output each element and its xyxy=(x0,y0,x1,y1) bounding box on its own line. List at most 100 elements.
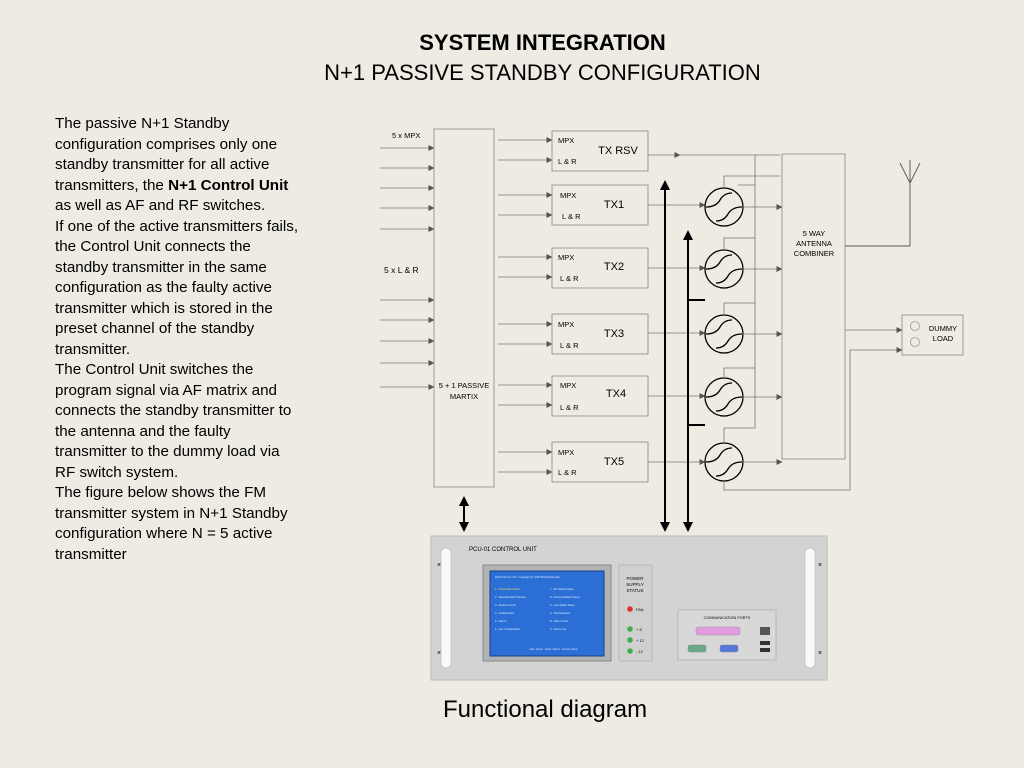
control-unit-emphasis: N+1 Control Unit xyxy=(168,176,289,194)
power-status-panel xyxy=(618,564,653,662)
svg-text:COMMUNICATION PORTS: COMMUNICATION PORTS xyxy=(704,616,751,620)
combiner-label-2: ANTENNA xyxy=(796,239,832,248)
description-paragraph-3: The Control Unit switches the program si… xyxy=(55,361,292,481)
tx-rsv-block: MPX L & R TX RSV xyxy=(551,130,649,172)
dummy-load-box xyxy=(901,314,964,356)
svg-text:1 - Transmitter Status: 1 - Transmitter Status xyxy=(495,587,520,591)
svg-text:+ 12: + 12 xyxy=(636,638,645,643)
svg-text:6 - N+1 Configuration: 6 - N+1 Configuration xyxy=(495,627,520,631)
svg-text:MPX: MPX xyxy=(560,381,576,390)
led-minus12v-icon xyxy=(627,648,633,654)
control-unit-label: PCU-01 CONTROL UNIT xyxy=(469,547,537,553)
svg-text:2 - Standard RVR Protocol: 2 - Standard RVR Protocol xyxy=(495,595,526,599)
rack-handle-right xyxy=(804,547,816,669)
svg-text:A - Set Password: A - Set Password xyxy=(550,611,570,615)
control-links xyxy=(459,180,705,532)
control-unit-panel: × × × × PCU-01 CONTROL UNIT DIGIT-N1 N+1… xyxy=(430,535,828,681)
tx3-block: MPX L & R TX3 xyxy=(551,313,649,355)
dummy-load-connector-icon xyxy=(910,337,920,347)
tx2-block: MPX L & R TX2 xyxy=(551,247,649,289)
svg-text:MPX: MPX xyxy=(558,136,574,145)
tx1-block: MPX L & R TX1 xyxy=(551,184,649,226)
svg-text:STATUS: STATUS xyxy=(626,588,643,593)
figure-caption: Functional diagram xyxy=(443,696,648,723)
led-5v-icon xyxy=(627,626,633,632)
fail-led-icon xyxy=(627,606,633,612)
screw-icon: × xyxy=(818,650,822,657)
svg-text:9 - Line Switch Setup: 9 - Line Switch Setup xyxy=(550,603,575,607)
rf-switch-2 xyxy=(704,249,744,289)
rack-handle-left xyxy=(440,547,452,669)
antenna-combiner-box xyxy=(781,153,846,460)
led-12v-icon xyxy=(627,637,633,643)
svg-text:FAIL: FAIL xyxy=(636,607,645,612)
svg-text:7 - RF Switch Status: 7 - RF Switch Status xyxy=(550,587,574,591)
rf-switch-5 xyxy=(704,442,744,482)
screw-icon: × xyxy=(437,562,441,569)
svg-text:Esc: Home · Enter: Select · Ar: Esc: Home · Enter: Select · Arrows: Move xyxy=(530,647,578,651)
standby-ring-lines xyxy=(723,175,903,491)
lr-input-label: 5 x L & R xyxy=(384,265,419,275)
mpx-input-label: 5 x MPX xyxy=(392,131,420,140)
screw-icon: × xyxy=(437,650,441,657)
combiner-label-1: 5 WAY xyxy=(803,229,826,238)
vga-port-icon xyxy=(719,644,739,653)
lcd-menu: 1 - Transmitter Status 2 - Standard RVR … xyxy=(495,587,580,631)
tx2-label: TX2 xyxy=(604,261,624,273)
svg-text:MPX: MPX xyxy=(560,191,576,200)
svg-text:- 12: - 12 xyxy=(636,649,644,654)
dummy-load-label-1: DUMMY xyxy=(929,324,957,333)
svg-text:L & R: L & R xyxy=(558,157,577,166)
combiner-label-3: COMBINER xyxy=(794,249,835,258)
matrix-input-arrows xyxy=(380,145,435,390)
rf-switch-4 xyxy=(704,377,744,417)
svg-text:L & R: L & R xyxy=(560,341,579,350)
svg-text:L & R: L & R xyxy=(562,212,581,221)
tx1-label: TX1 xyxy=(604,199,624,211)
svg-text:C - Event Log: C - Event Log xyxy=(550,627,566,631)
svg-text:4 - Configuration: 4 - Configuration xyxy=(495,611,515,615)
usb-port-icon xyxy=(760,641,770,645)
description-paragraph-1: The passive N+1 Standby configuration co… xyxy=(55,115,289,214)
page-subtitle: N+1 PASSIVE STANDBY CONFIGURATION xyxy=(324,60,761,85)
page-title: SYSTEM INTEGRATION xyxy=(419,30,666,55)
svg-text:8 - Communication Setup: 8 - Communication Setup xyxy=(550,595,580,599)
svg-text:L & R: L & R xyxy=(560,403,579,412)
tx4-block: MPX L & R TX4 xyxy=(551,375,649,417)
serial-port-icon xyxy=(687,644,707,653)
dummy-load-connector-icon xyxy=(910,321,920,331)
matrix-output-arrows xyxy=(498,137,553,475)
tx4-label: TX4 xyxy=(606,388,626,400)
matrix-label-line-2: MARTIX xyxy=(450,392,478,401)
svg-text:MPX: MPX xyxy=(558,320,574,329)
svg-text:3 - Exciter Control: 3 - Exciter Control xyxy=(495,603,516,607)
tx-output-lines xyxy=(648,152,780,465)
svg-text:5 - Alarms: 5 - Alarms xyxy=(495,619,507,623)
description-paragraph-4: The figure below shows the FM transmitte… xyxy=(55,484,288,563)
screw-icon: × xyxy=(818,562,822,569)
svg-text:MPX: MPX xyxy=(558,253,574,262)
usb-port-icon xyxy=(760,648,770,652)
switch-to-combiner-lines xyxy=(743,204,783,465)
svg-text:SUPPLY: SUPPLY xyxy=(626,582,643,587)
tx5-label: TX5 xyxy=(604,456,624,468)
svg-text:+ 5: + 5 xyxy=(636,627,642,632)
svg-text:L & R: L & R xyxy=(558,468,577,477)
svg-text:B - Date & Time: B - Date & Time xyxy=(550,619,569,623)
description-text: The passive N+1 Standby configuration co… xyxy=(55,114,300,565)
svg-text:POWER: POWER xyxy=(626,576,644,581)
svg-text:MPX: MPX xyxy=(558,448,574,457)
passive-matrix-box xyxy=(433,128,495,488)
rf-switch-3 xyxy=(704,314,744,354)
tx-rsv-label: TX RSV xyxy=(598,145,638,157)
dummy-load-label-2: LOAD xyxy=(933,334,954,343)
antenna-icon xyxy=(845,160,921,247)
db25-port-icon xyxy=(695,626,741,636)
lcd-screen xyxy=(489,570,605,657)
svg-text:DIGIT-N1 N+1 Ctrl · Copyright: DIGIT-N1 N+1 Ctrl · Copyright (C) 2003 R… xyxy=(495,575,560,579)
ethernet-port-icon xyxy=(760,627,770,635)
svg-text:L & R: L & R xyxy=(560,274,579,283)
rf-switch-1 xyxy=(704,187,744,227)
description-paragraph-2: If one of the active transmitters fails,… xyxy=(55,217,299,358)
